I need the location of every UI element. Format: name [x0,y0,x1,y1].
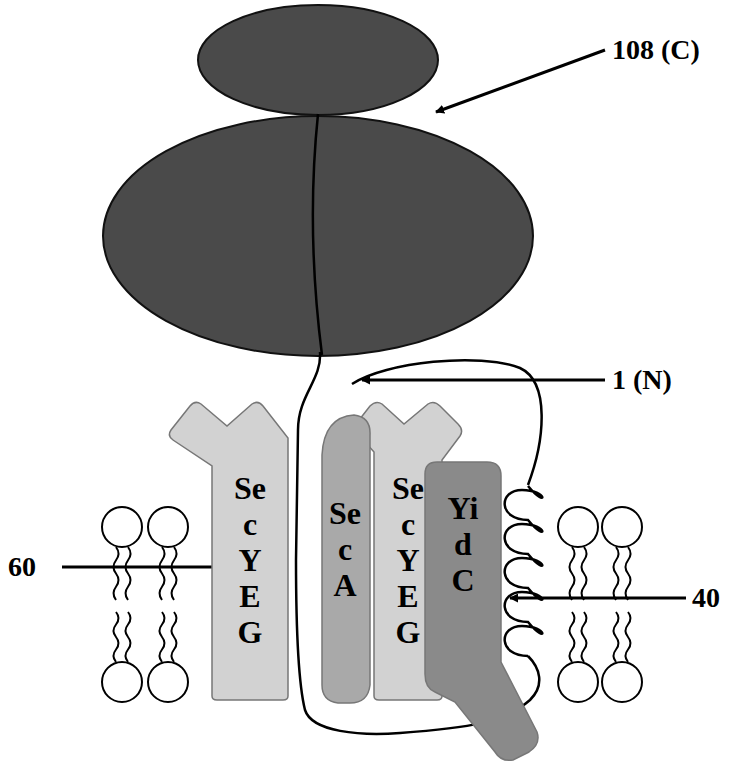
lipid-tail [160,547,165,600]
protein-name: YidC [447,490,479,598]
callout-number: 108 (C) [612,34,700,66]
yidc-protein: YidC [425,462,540,762]
leader-line [362,379,605,382]
protein-name: SecA [329,495,361,603]
lipid-head [558,507,598,547]
shape-outline [165,400,290,702]
protein-name: SecYEG [234,470,266,650]
lipid-tail [614,547,619,600]
lipid-tail [570,612,575,662]
lipid-head [102,662,142,702]
callout-number: 1 (N) [612,364,672,396]
lipid-tail [172,547,177,600]
shape-outline [425,462,540,762]
shape-fill [425,462,538,760]
lipid-tail [172,612,177,662]
lipid-head [602,507,642,547]
protein-name: SecYEG [392,470,424,650]
lipid-tail [614,612,619,662]
lipid-tail [582,612,587,662]
callout-number: 60 [8,551,36,583]
lipid-tail [582,547,587,600]
lipid-tail [114,547,119,600]
chain-helix [505,486,543,656]
lipid-head [558,662,598,702]
shape-fill [322,415,370,703]
lipid-tail [114,612,119,662]
ribosome [103,5,533,356]
lipid-head [148,507,188,547]
lipid-tail [126,547,131,600]
seca-protein: SecA [316,415,374,705]
subunit-divide [313,114,322,355]
callout-number: 40 [692,582,720,614]
leader-line [510,597,686,600]
lipid-tail [626,547,631,600]
lipid-tail [126,612,131,662]
lipid-head [102,507,142,547]
secyeg-channel: SecYEG [165,400,290,702]
lipid-tail [626,612,631,662]
lipid-head [602,662,642,702]
leader-line [436,50,605,112]
membrane-bilayer [102,507,642,702]
shape-fill [169,402,288,700]
lipid-tail [160,612,165,662]
lipid-tail [570,547,575,600]
small-subunit [198,5,438,115]
lipid-head [148,662,188,702]
